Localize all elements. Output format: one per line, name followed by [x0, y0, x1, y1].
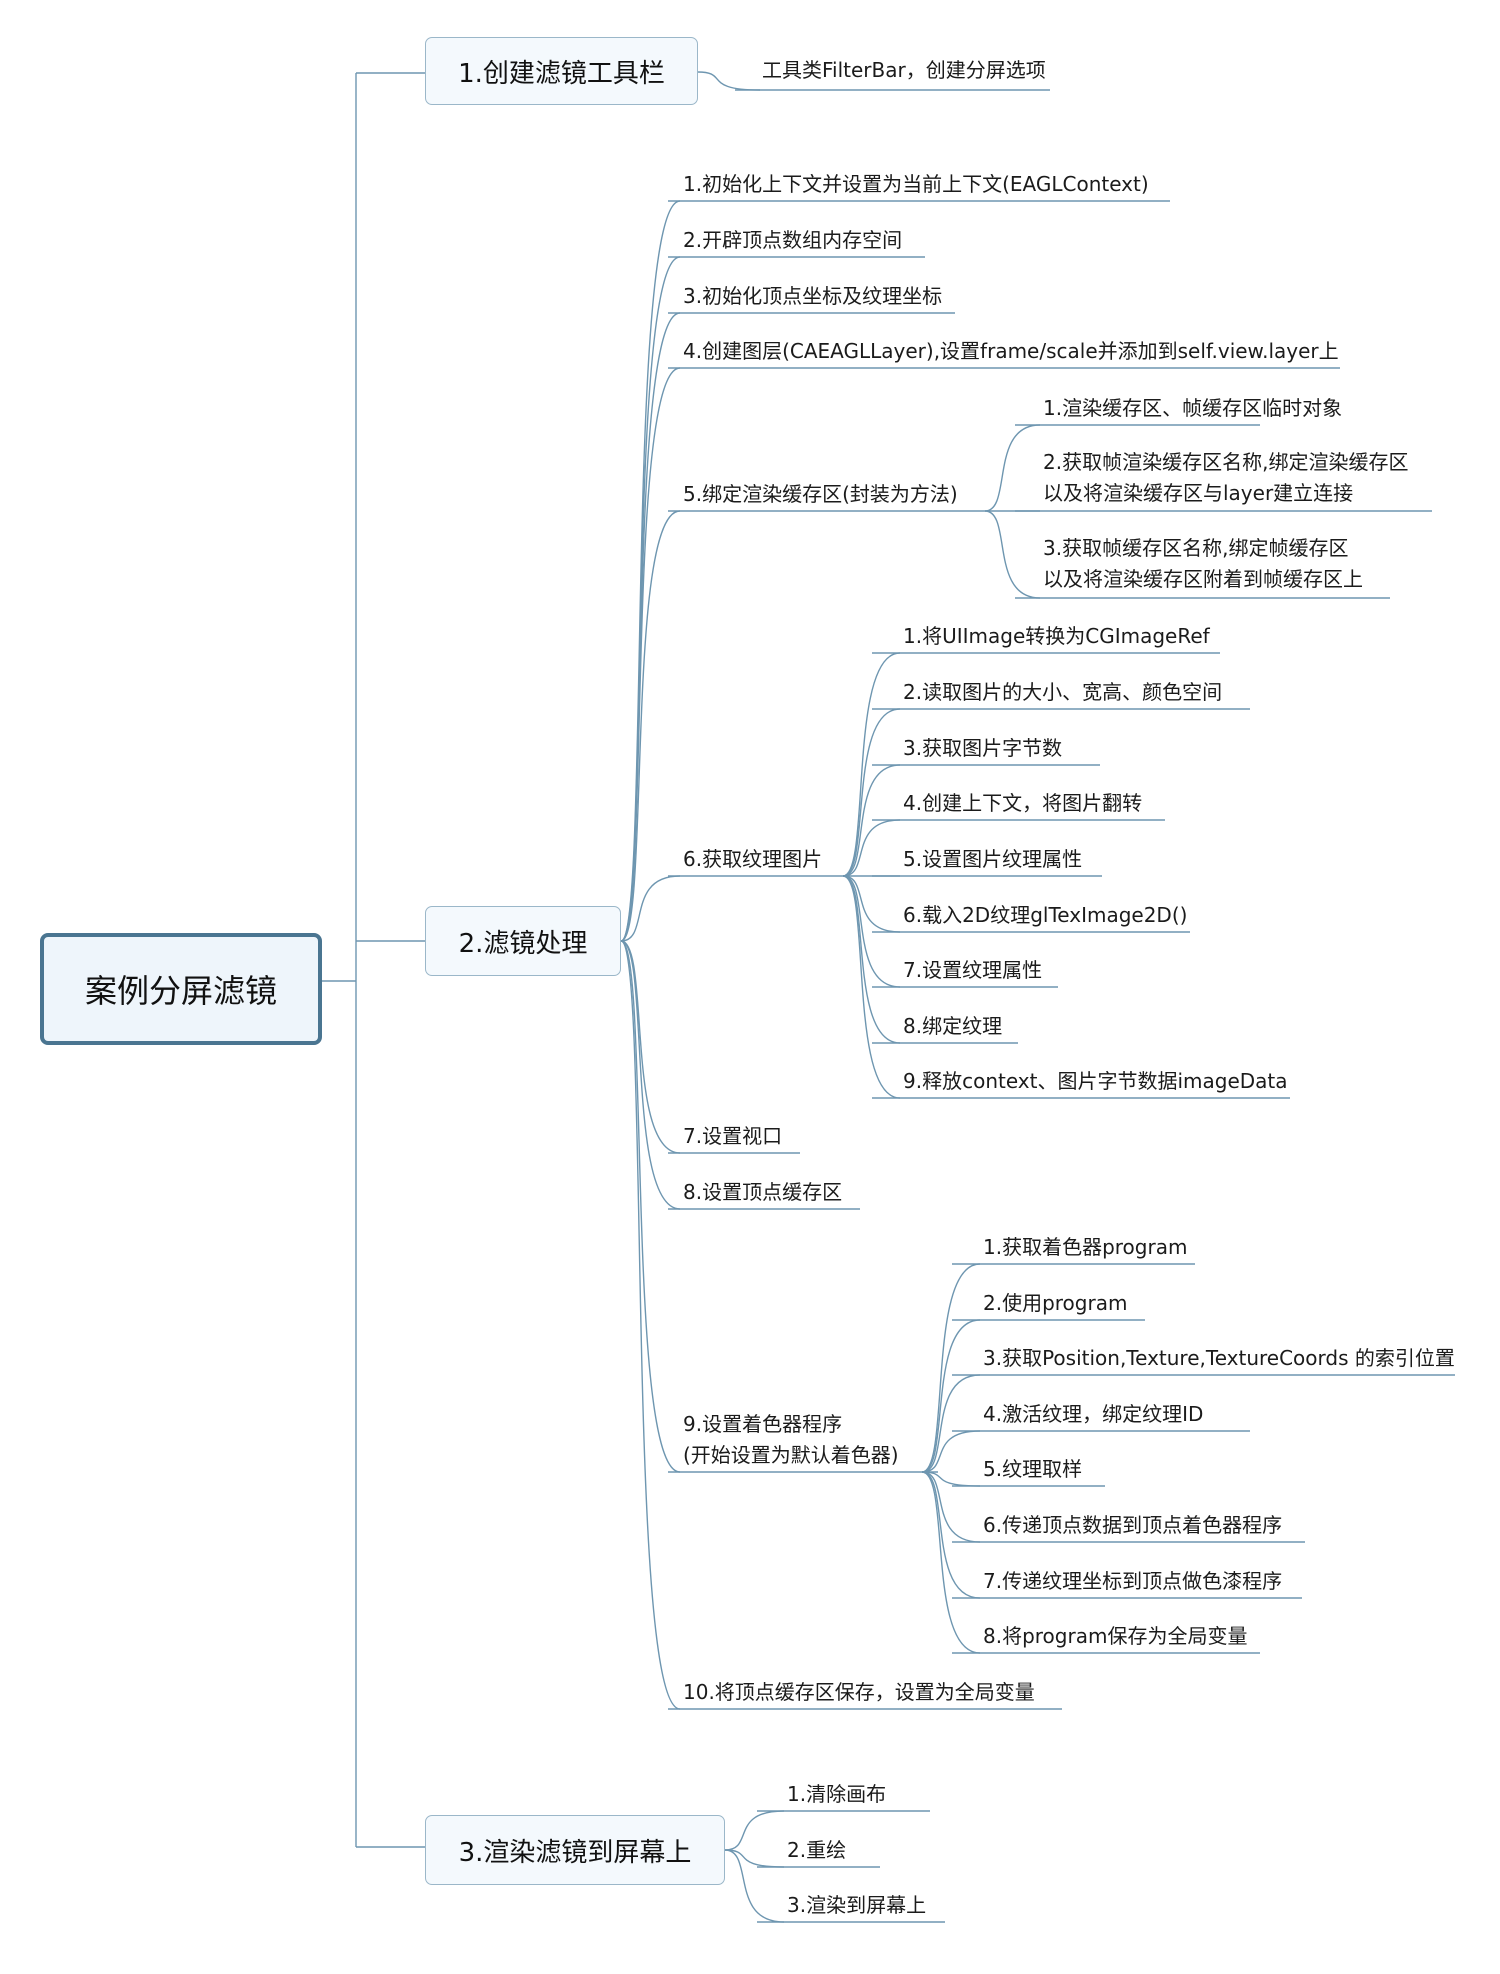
branch-3-link-3 [724, 1849, 785, 1923]
shader-step-4: 4.激活纹理，绑定纹理ID [983, 1402, 1204, 1426]
branch-2-link-1 [620, 200, 681, 942]
render-step-clear: 1.清除画布 [787, 1782, 887, 1806]
texture-link-6 [842, 875, 901, 933]
branch-2-link-2 [620, 256, 681, 942]
render-buffer-step-3-cont: 以及将渲染缓存区附着到帧缓存区上 [1043, 567, 1363, 591]
step-save-vertex-buffer: 10.将顶点缓存区保存，设置为全局变量 [683, 1680, 1035, 1704]
render-buffer-step-2: 2.获取帧渲染缓存区名称,绑定渲染缓存区 [1043, 450, 1409, 474]
shader-link-6 [921, 1471, 981, 1543]
texture-link-2 [842, 708, 901, 877]
shader-step-7: 7.传递纹理坐标到顶点做色漆程序 [983, 1569, 1283, 1593]
step-get-texture: 6.获取纹理图片 [683, 847, 823, 871]
branch-1-node[interactable]: 1.创建滤镜工具栏 [425, 37, 698, 105]
texture-link-4 [842, 819, 901, 877]
branch-2-link-10 [620, 940, 681, 1710]
branch-1-note-link [697, 71, 761, 91]
shader-link-1 [921, 1263, 981, 1473]
branch-3-node[interactable]: 3.渲染滤镜到屏幕上 [425, 1815, 725, 1885]
branch-2-link-9 [620, 940, 681, 1473]
shader-step-1: 1.获取着色器program [983, 1235, 1188, 1259]
step-create-layer: 4.创建图层(CAEAGLLayer),设置frame/scale并添加到sel… [683, 339, 1339, 363]
shader-step-6: 6.传递顶点数据到顶点着色器程序 [983, 1513, 1283, 1537]
texture-step-1: 1.将UIImage转换为CGImageRef [903, 624, 1210, 648]
shader-step-5: 5.纹理取样 [983, 1457, 1083, 1481]
texture-step-5: 5.设置图片纹理属性 [903, 847, 1083, 871]
texture-step-3: 3.获取图片字节数 [903, 736, 1063, 760]
step-shader-program: 9.设置着色器程序 [683, 1412, 843, 1436]
branch-2-link-3 [620, 312, 681, 942]
shader-link-8 [921, 1471, 981, 1654]
texture-step-7: 7.设置纹理属性 [903, 958, 1043, 982]
step-vertex-buffer: 8.设置顶点缓存区 [683, 1180, 843, 1204]
shader-link-4 [921, 1430, 981, 1473]
texture-step-6: 6.载入2D纹理glTexImage2D() [903, 903, 1188, 927]
texture-step-8: 8.绑定纹理 [903, 1014, 1003, 1038]
render-step-redraw: 2.重绘 [787, 1838, 847, 1862]
render-buffer-step-2-cont: 以及将渲染缓存区与layer建立连接 [1043, 481, 1354, 505]
shader-link-7 [921, 1471, 981, 1599]
branch-2-node[interactable]: 2.滤镜处理 [425, 906, 621, 976]
branch-2-link-4 [620, 367, 681, 942]
branch-2-link-5 [620, 510, 681, 942]
shader-link-3 [921, 1374, 981, 1473]
step-init-context: 1.初始化上下文并设置为当前上下文(EAGLContext) [683, 172, 1149, 196]
texture-step-9: 9.释放context、图片字节数据imageData [903, 1069, 1288, 1093]
render-buffer-link-1 [984, 424, 1041, 512]
step-shader-program-note: (开始设置为默认着色器) [683, 1443, 899, 1467]
render-step-screen: 3.渲染到屏幕上 [787, 1893, 927, 1917]
branch-2-link-6 [620, 875, 681, 942]
shader-step-8: 8.将program保存为全局变量 [983, 1624, 1248, 1648]
branch-2-link-7 [620, 940, 681, 1154]
step-bind-render-buffer: 5.绑定渲染缓存区(封装为方法) [683, 482, 958, 506]
shader-link-2 [921, 1319, 981, 1473]
branch-2-link-8 [620, 940, 681, 1210]
root-node[interactable]: 案例分屏滤镜 [40, 933, 322, 1045]
texture-step-4: 4.创建上下文，将图片翻转 [903, 791, 1143, 815]
step-set-viewport: 7.设置视口 [683, 1124, 783, 1148]
texture-step-2: 2.读取图片的大小、宽高、颜色空间 [903, 680, 1223, 704]
render-buffer-link-3 [984, 510, 1041, 599]
step-init-coords: 3.初始化顶点坐标及纹理坐标 [683, 284, 943, 308]
texture-link-8 [842, 875, 901, 1044]
step-vertex-memory: 2.开辟顶点数组内存空间 [683, 228, 903, 252]
texture-link-7 [842, 875, 901, 988]
shader-step-3: 3.获取Position,Texture,TextureCoords 的索引位置 [983, 1346, 1455, 1370]
render-buffer-step-3: 3.获取帧缓存区名称,绑定帧缓存区 [1043, 536, 1349, 560]
texture-link-3 [842, 764, 901, 877]
render-buffer-step-1: 1.渲染缓存区、帧缓存区临时对象 [1043, 396, 1343, 420]
shader-step-2: 2.使用program [983, 1291, 1128, 1315]
branch-1-note: 工具类FilterBar，创建分屏选项 [762, 58, 1046, 82]
texture-link-1 [842, 652, 901, 877]
branch-3-link-1 [724, 1810, 785, 1851]
texture-link-9 [842, 875, 901, 1099]
